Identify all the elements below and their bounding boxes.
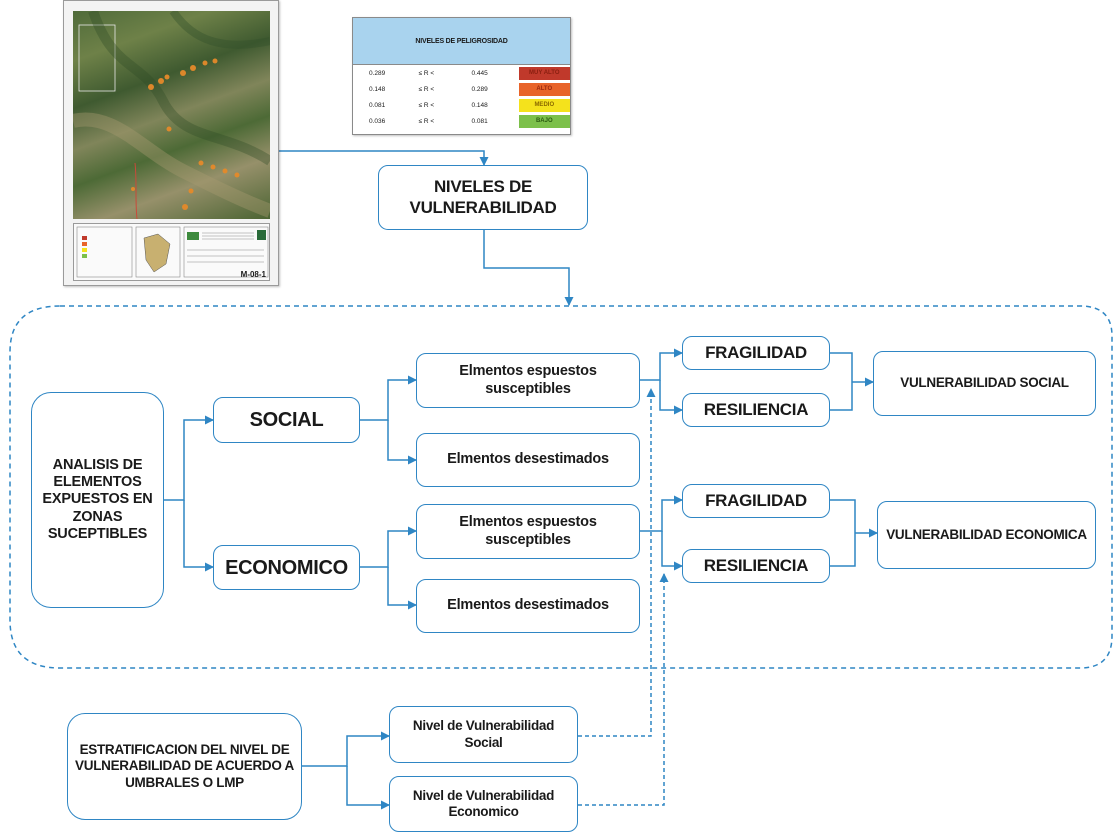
resiliencia-economica-box: RESILIENCIA [682, 549, 830, 583]
legend-operator: ≤ R < [418, 117, 435, 125]
legend-level-swatch: BAJO [518, 114, 570, 128]
map-image [73, 11, 270, 219]
legend-max: 0.445 [471, 69, 488, 77]
fragilidad-social-box: FRAGILIDAD [682, 336, 830, 370]
nivel-vulnerabilidad-economico-box: Nivel de Vulnerabilidad Economico [389, 776, 578, 832]
analisis-elementos-box: ANALISIS DE ELEMENTOS EXPUESTOS EN ZONAS… [31, 392, 164, 608]
legend-min: 0.081 [369, 101, 386, 109]
hazard-map-thumbnail: M-08-1 [63, 0, 279, 286]
niveles-connector [483, 230, 574, 306]
fragilidad-economica-box: FRAGILIDAD [682, 484, 830, 518]
legend-min: 0.289 [369, 69, 386, 77]
map-legend-panel [73, 223, 270, 281]
economico-desestimados-box: Elmentos desestimados [416, 579, 640, 633]
legend-min: 0.036 [369, 117, 386, 125]
legend-max: 0.148 [471, 101, 488, 109]
legend-level-swatch: ALTO [518, 82, 570, 96]
economico-box: ECONOMICO [213, 545, 360, 590]
legend-operator: ≤ R < [418, 69, 435, 77]
legend-row: 0.148 ≤ R < 0.289 ALTO [353, 81, 570, 97]
niveles-vulnerabilidad-box: NIVELES DE VULNERABILIDAD [378, 165, 588, 230]
dashed-region [9, 305, 1113, 669]
legend-level-swatch: MUY ALTO [518, 66, 570, 80]
legend-row: 0.036 ≤ R < 0.081 BAJO [353, 113, 570, 129]
vulnerabilidad-social-box: VULNERABILIDAD SOCIAL [873, 351, 1096, 416]
legend-level-swatch: MEDIO [518, 98, 570, 112]
estratificacion-box: ESTRATIFICACION DEL NIVEL DE VULNERABILI… [67, 713, 302, 820]
nivel-vulnerabilidad-social-box: Nivel de Vulnerabilidad Social [389, 706, 578, 763]
legend-title: NIVELES DE PELIGROSIDAD [353, 18, 570, 65]
hazard-levels-legend: NIVELES DE PELIGROSIDAD 0.289 ≤ R < 0.44… [352, 17, 571, 135]
vulnerabilidad-economica-box: VULNERABILIDAD ECONOMICA [877, 501, 1096, 569]
legend-max: 0.081 [471, 117, 488, 125]
legend-min: 0.148 [369, 85, 386, 93]
resiliencia-social-box: RESILIENCIA [682, 393, 830, 427]
legend-operator: ≤ R < [418, 101, 435, 109]
legend-operator: ≤ R < [418, 85, 435, 93]
legend-row: 0.081 ≤ R < 0.148 MEDIO [353, 97, 570, 113]
legend-row: 0.289 ≤ R < 0.445 MUY ALTO [353, 65, 570, 81]
economico-susceptibles-box: Elmentos espuestos susceptibles [416, 504, 640, 559]
legend-max: 0.289 [471, 85, 488, 93]
social-susceptibles-box: Elmentos espuestos susceptibles [416, 353, 640, 408]
social-box: SOCIAL [213, 397, 360, 443]
map-sheet-code: M-08-1 [240, 270, 266, 279]
map-connector [279, 150, 489, 166]
social-desestimados-box: Elmentos desestimados [416, 433, 640, 487]
